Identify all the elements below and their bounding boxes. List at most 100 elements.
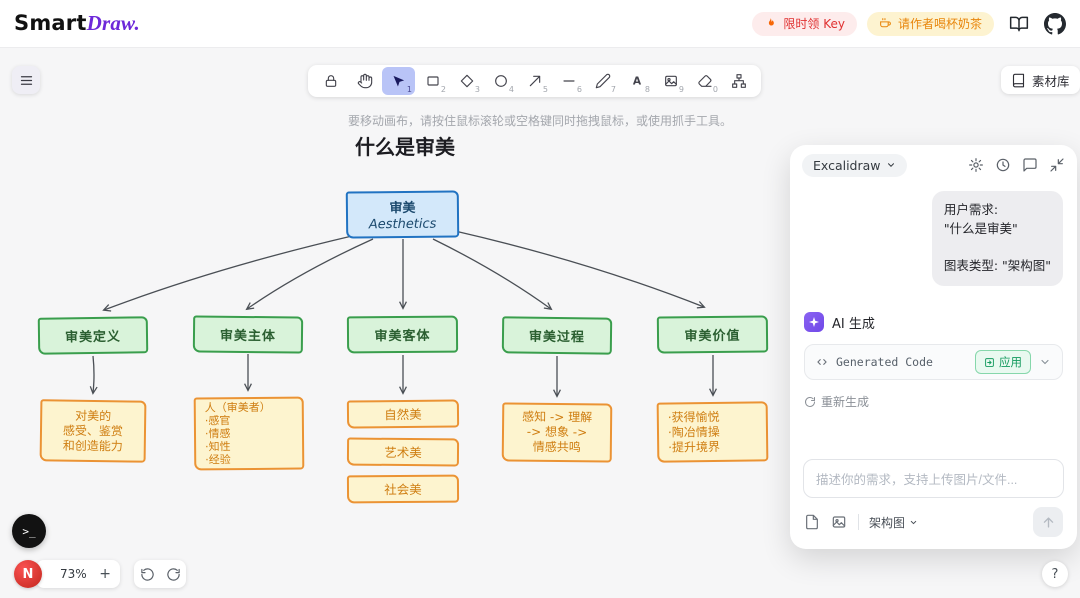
chevron-down-icon — [909, 518, 918, 527]
coffee-icon — [879, 17, 892, 30]
node-branch-value[interactable]: 审美价值 — [657, 315, 768, 353]
gear-icon — [968, 157, 984, 173]
image-icon — [663, 73, 679, 89]
ai-sparkle-icon — [804, 312, 824, 332]
prompt-input[interactable] — [814, 472, 1053, 488]
settings-button[interactable] — [967, 157, 984, 174]
line-icon — [561, 73, 577, 89]
comment-icon — [1022, 157, 1038, 173]
fire-icon — [764, 17, 777, 30]
zoom-control[interactable]: 73% + — [36, 560, 120, 588]
undo-icon — [140, 567, 155, 582]
regenerate-button[interactable]: 重新生成 — [804, 393, 1063, 410]
hand-icon — [357, 73, 373, 89]
cursor-icon — [391, 74, 406, 89]
attach-file-button[interactable] — [804, 514, 821, 531]
menu-button[interactable] — [12, 66, 40, 94]
arrow-up-icon — [1041, 515, 1056, 530]
code-icon — [815, 355, 829, 369]
feedback-button[interactable] — [1021, 157, 1038, 174]
logo-part-1: Smart — [14, 11, 87, 35]
ai-panel-header: Excalidraw — [790, 145, 1077, 185]
node-branch-process[interactable]: 审美过程 — [502, 316, 612, 354]
zoom-in-button[interactable]: + — [99, 566, 111, 582]
top-header: SmartDraw. 限时领 Key 请作者喝杯奶茶 — [0, 0, 1080, 48]
node-leaf-social-beauty[interactable]: 社会美 — [347, 475, 459, 504]
svg-text:A: A — [632, 74, 641, 87]
library-button[interactable]: 素材库 — [1001, 66, 1080, 94]
terminal-button[interactable]: >_ — [12, 514, 46, 548]
tool-diamond[interactable]: 3 — [450, 67, 483, 95]
expand-code-button[interactable] — [1038, 355, 1052, 369]
tool-rectangle[interactable]: 2 — [416, 67, 449, 95]
library-icon — [1011, 73, 1026, 88]
node-root[interactable]: 审美 Aesthetics — [346, 190, 459, 238]
undo-button[interactable] — [139, 566, 156, 583]
limited-key-badge[interactable]: 限时领 Key — [752, 12, 857, 36]
arrow-icon — [527, 73, 543, 89]
app-switcher-dropdown[interactable]: Excalidraw — [802, 154, 907, 177]
tool-line[interactable]: 6 — [552, 67, 585, 95]
lock-icon — [323, 73, 339, 89]
attach-image-button[interactable] — [831, 514, 848, 531]
node-branch-object[interactable]: 审美客体 — [347, 316, 458, 354]
logo-part-2: Draw. — [87, 11, 140, 35]
tool-ellipse[interactable]: 4 — [484, 67, 517, 95]
user-avatar[interactable]: N — [14, 560, 42, 588]
eraser-icon — [697, 73, 713, 89]
node-branch-definition[interactable]: 审美定义 — [38, 316, 149, 355]
zoom-level: 73% — [60, 567, 87, 581]
footer-divider — [858, 514, 859, 530]
diagram-type-dropdown[interactable]: 架构图 — [869, 514, 918, 531]
help-button[interactable]: ? — [1042, 561, 1068, 587]
tool-arrow[interactable]: 5 — [518, 67, 551, 95]
pencil-icon — [595, 73, 611, 89]
tool-palette: 1 2 3 4 5 6 7 A 8 — [308, 65, 761, 97]
buy-coffee-badge[interactable]: 请作者喝杯奶茶 — [867, 12, 994, 36]
node-branch-subject[interactable]: 审美主体 — [193, 315, 303, 353]
docs-button[interactable] — [1008, 13, 1030, 35]
ellipse-icon — [493, 73, 509, 89]
prompt-input-box[interactable] — [803, 459, 1064, 498]
tool-draw[interactable]: 7 — [586, 67, 619, 95]
node-leaf-process[interactable]: 感知 -> 理解 -> 想象 -> 情感共鸣 — [502, 402, 613, 462]
history-button[interactable] — [994, 157, 1011, 174]
apply-button[interactable]: 应用 — [975, 350, 1031, 374]
collapse-button[interactable] — [1048, 157, 1065, 174]
hamburger-icon — [19, 73, 34, 88]
ai-generate-label: AI 生成 — [832, 313, 875, 332]
node-leaf-subject[interactable]: 人（审美者） ·感官 ·情感 ·知性 ·经验 — [194, 397, 305, 471]
node-leaf-artistic-beauty[interactable]: 艺术美 — [347, 438, 459, 467]
node-leaf-definition[interactable]: 对美的 感受、鉴赏 和创造能力 — [40, 399, 147, 462]
collapse-icon — [1049, 157, 1065, 173]
tool-eraser[interactable]: 0 — [688, 67, 721, 95]
github-button[interactable] — [1044, 13, 1066, 35]
file-icon — [804, 514, 821, 530]
buy-coffee-label: 请作者喝杯奶茶 — [898, 15, 982, 32]
refresh-icon — [804, 396, 816, 408]
terminal-label: >_ — [22, 525, 35, 538]
tool-selection[interactable]: 1 — [382, 67, 415, 95]
tool-text[interactable]: A 8 — [620, 67, 653, 95]
generated-code-row[interactable]: Generated Code 应用 — [804, 344, 1063, 380]
tool-image[interactable]: 9 — [654, 67, 687, 95]
diagram-title[interactable]: 什么是审美 — [355, 131, 455, 160]
diamond-icon — [459, 73, 475, 89]
send-button[interactable] — [1033, 507, 1063, 537]
diagram-icon — [731, 73, 747, 89]
tool-lock[interactable] — [314, 67, 347, 95]
node-leaf-value[interactable]: ·获得愉悦 ·陶冶情操 ·提升境界 — [657, 401, 769, 462]
book-icon — [1009, 14, 1029, 34]
tool-shapes[interactable] — [722, 67, 755, 95]
chevron-down-icon — [886, 160, 896, 170]
node-leaf-natural-beauty[interactable]: 自然美 — [347, 399, 459, 428]
user-message-bubble: 用户需求: "什么是审美" 图表类型: "架构图" — [932, 191, 1063, 286]
ai-panel: Excalidraw 用户需求: "什么是审美" 图表类型: "架构图" AI … — [790, 145, 1077, 549]
canvas-hint: 要移动画布，请按住鼠标滚轮或空格键同时拖拽鼠标，或使用抓手工具。 — [0, 112, 1080, 129]
limited-key-label: 限时领 Key — [783, 15, 845, 32]
app-logo: SmartDraw. — [14, 11, 140, 36]
redo-button[interactable] — [165, 566, 182, 583]
tool-hand[interactable] — [348, 67, 381, 95]
text-icon: A — [629, 73, 645, 89]
undo-redo-bar — [134, 560, 186, 588]
